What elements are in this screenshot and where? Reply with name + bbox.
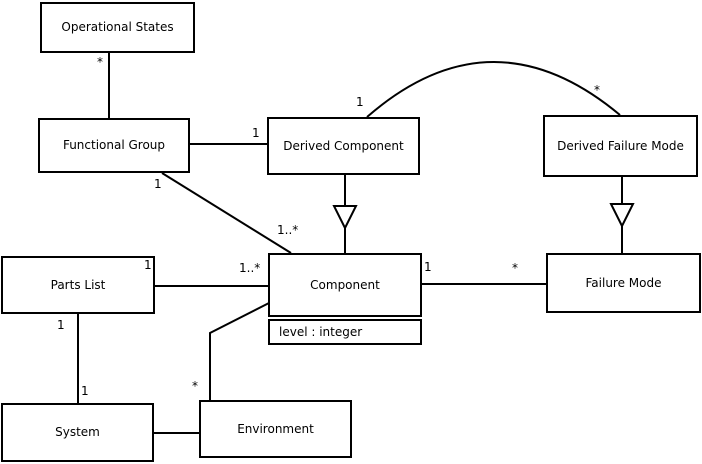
class-box-system: System — [1, 403, 154, 462]
class-name: Operational States — [61, 20, 174, 35]
assoc-environment-component — [209, 302, 270, 400]
multiplicity-label: 1 — [57, 318, 65, 332]
class-name: Derived Failure Mode — [557, 138, 684, 153]
class-name: System — [55, 425, 100, 440]
multiplicity-label: 1 — [81, 384, 89, 398]
class-box-derived-component: Derived Component — [267, 117, 420, 175]
class-name: Component — [310, 277, 380, 292]
class-box-failure-mode: Failure Mode — [546, 253, 701, 313]
multiplicity-label: 1..* — [239, 261, 261, 275]
class-box-component: Component — [268, 253, 422, 317]
class-name: Environment — [237, 421, 314, 436]
class-name: Derived Component — [283, 138, 404, 153]
class-box-environment: Environment — [199, 400, 352, 458]
class-name: Failure Mode — [585, 275, 662, 290]
multiplicity-label: 1 — [356, 95, 364, 109]
class-box-derived-failure-mode: Derived Failure Mode — [543, 115, 698, 177]
multiplicity-label: * — [97, 55, 103, 69]
class-attributes-component: level : integer — [268, 319, 422, 345]
class-name: Functional Group — [62, 138, 166, 153]
inheritance-triangle-icon — [332, 205, 358, 231]
multiplicity-label: * — [512, 261, 518, 275]
inheritance-triangle-icon — [609, 203, 635, 229]
multiplicity-label: 1..* — [277, 223, 299, 237]
multiplicity-label: 1 — [252, 126, 260, 140]
multiplicity-label: * — [594, 83, 600, 97]
class-box-operational-states: Operational States — [40, 2, 195, 53]
class-name: Parts List — [50, 277, 106, 292]
assoc-functional-group-component — [161, 172, 292, 254]
class-box-parts-list: Parts List — [1, 256, 155, 314]
multiplicity-label: * — [192, 379, 198, 393]
attribute-label: level : integer — [279, 325, 363, 339]
multiplicity-label: 1 — [424, 260, 432, 274]
class-box-functional-group: Functional Group — [38, 118, 190, 173]
multiplicity-label: 1 — [144, 258, 152, 272]
multiplicity-label: 1 — [154, 177, 162, 191]
assoc-derived-component-derived-failure-mode-arc — [366, 61, 621, 118]
